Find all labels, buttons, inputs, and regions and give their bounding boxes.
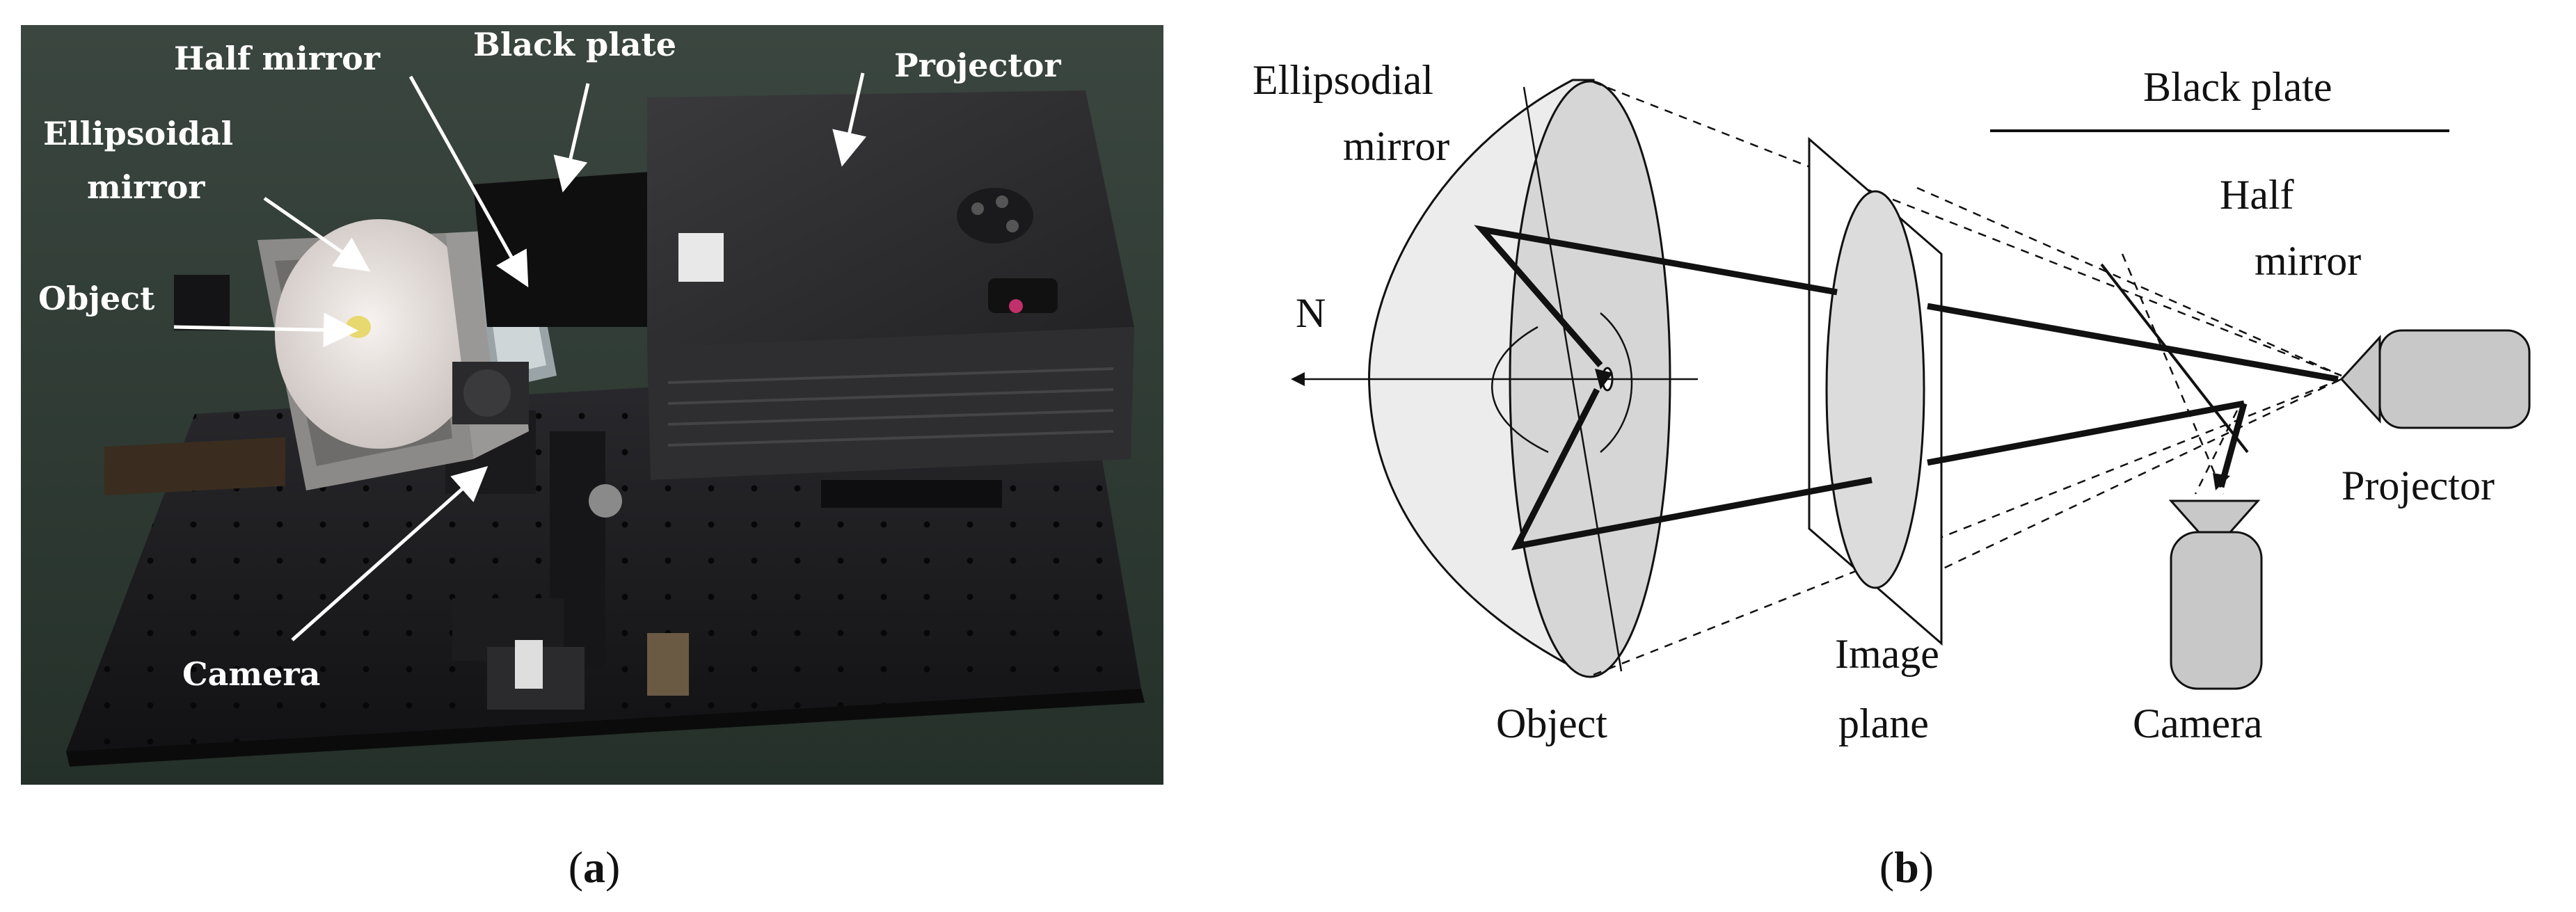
projection-envelope bbox=[1593, 81, 2342, 676]
arrow-half-mirror bbox=[408, 75, 529, 288]
photo-pointer-arrows bbox=[173, 72, 867, 641]
arrow-ellipsoidal-mirror bbox=[263, 196, 371, 272]
panel-a-photo: Half mirror Black plate Projector Ellips… bbox=[21, 25, 1163, 785]
label-n: N bbox=[1296, 290, 1326, 336]
label-ellipsodial-line2: mirror bbox=[1343, 123, 1449, 169]
camera-icon bbox=[2168, 499, 2263, 690]
label-projector: Projector bbox=[894, 47, 1061, 84]
label-image-line1: Image bbox=[1835, 631, 1939, 677]
label-half-line2: mirror bbox=[2255, 238, 2361, 284]
label-half-mirror: Half mirror bbox=[174, 40, 381, 77]
object-spot bbox=[346, 316, 371, 338]
projector-photo bbox=[647, 90, 1134, 508]
arrow-camera bbox=[291, 466, 488, 641]
black-plate-photo bbox=[473, 170, 682, 327]
half-mirror-line bbox=[2100, 263, 2249, 454]
ray-arrowhead-camera bbox=[2213, 473, 2230, 490]
projector-icon bbox=[2339, 329, 2531, 429]
panel-b-labels: Ellipsodial mirror Black plate Half mirr… bbox=[1253, 57, 2495, 746]
arrow-projector bbox=[832, 72, 867, 167]
label-ellipsoidal-line2: mirror bbox=[87, 168, 205, 206]
label-camera-b: Camera bbox=[2133, 701, 2263, 746]
label-projector-b: Projector bbox=[2342, 463, 2495, 509]
ray-arrowhead-object bbox=[1595, 369, 1613, 390]
label-object: Object bbox=[38, 280, 155, 317]
caption-b: (b) bbox=[1879, 842, 1934, 892]
label-black-plate-b: Black plate bbox=[2143, 64, 2332, 110]
label-ellipsoidal-line1: Ellipsoidal bbox=[43, 115, 233, 152]
label-object-b: Object bbox=[1496, 701, 1607, 746]
light-rays bbox=[1474, 225, 2339, 551]
caption-a: (a) bbox=[569, 842, 621, 892]
arrow-object bbox=[173, 312, 358, 348]
label-ellipsodial-line1: Ellipsodial bbox=[1253, 57, 1433, 103]
panel-b-diagram bbox=[1291, 79, 2531, 690]
label-black-plate: Black plate bbox=[473, 26, 676, 63]
label-image-line2: plane bbox=[1838, 701, 1929, 746]
image-plane bbox=[1808, 136, 1943, 646]
label-half-line1: Half bbox=[2220, 172, 2294, 218]
label-camera: Camera bbox=[182, 655, 320, 693]
object-holder bbox=[174, 275, 230, 330]
arrow-black-plate bbox=[553, 83, 590, 193]
